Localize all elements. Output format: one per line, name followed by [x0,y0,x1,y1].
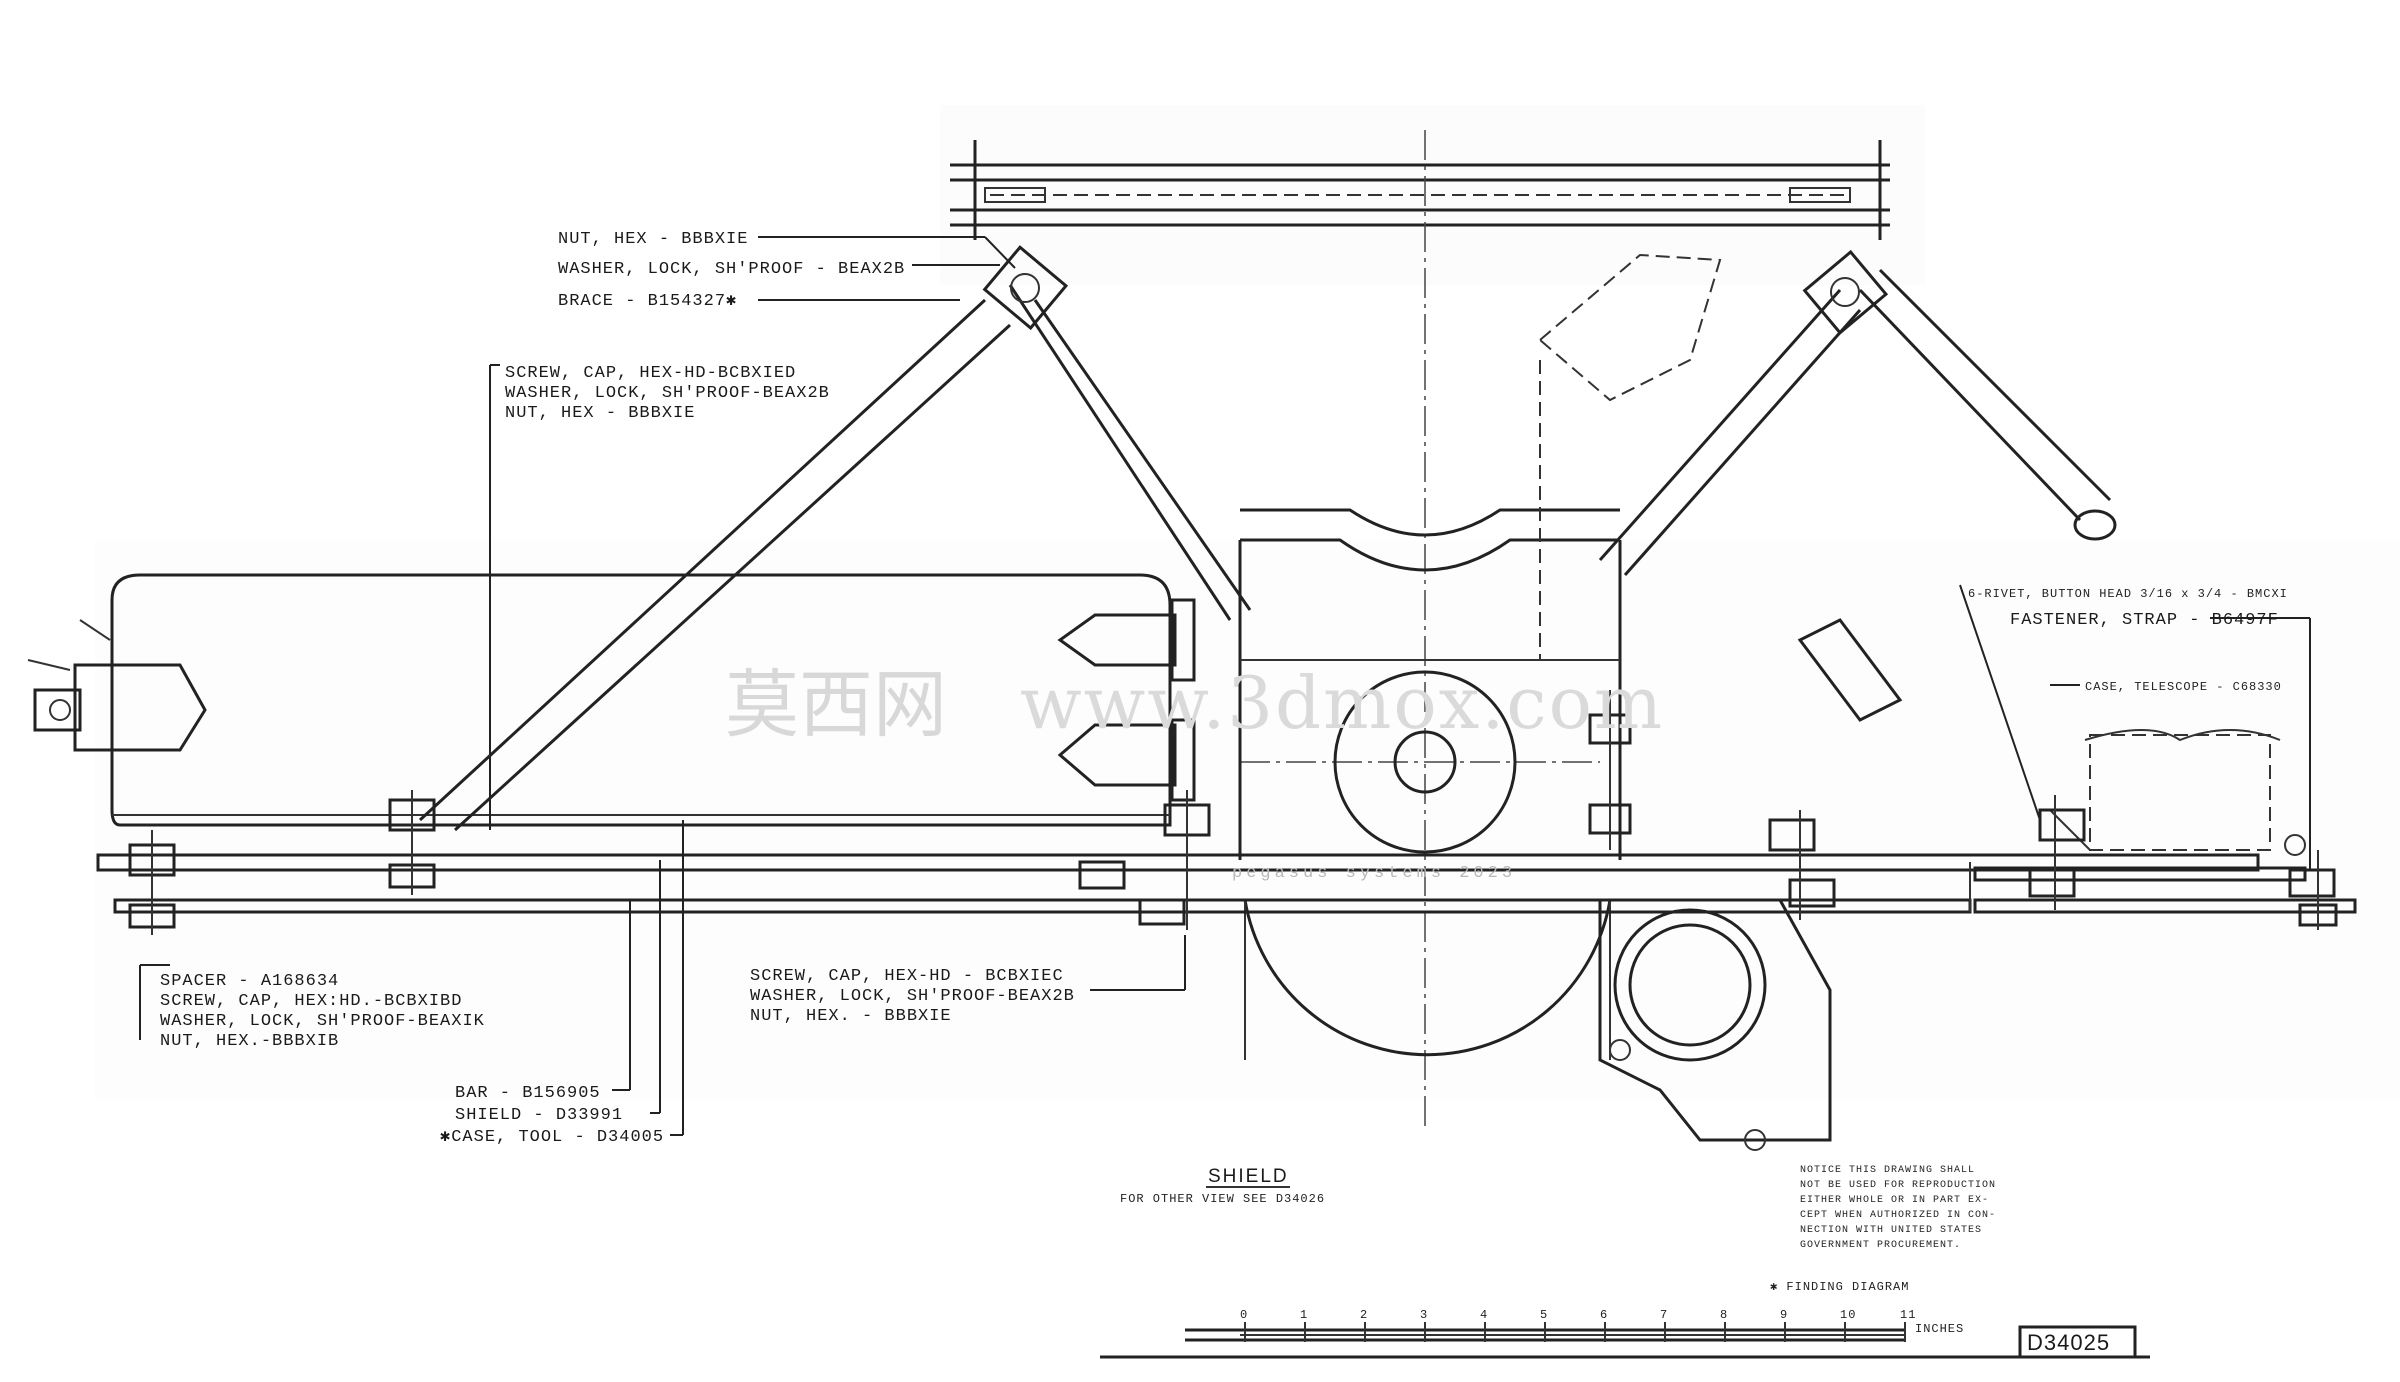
scale-tick-label: 11 [1900,1308,1916,1322]
bolts [128,690,2338,935]
telescope-case [1797,618,2306,856]
notice-line: NECTION WITH UNITED STATES [1800,1225,1982,1236]
top-crossbar [950,140,1890,240]
callout-shield: SHIELD - D33991 [455,1106,623,1125]
lower-drum [1243,899,1612,1060]
right-brace [1598,249,2117,576]
callout-nut-bl: NUT, HEX.-BBBXIB [160,1032,339,1051]
left-brace [418,245,1252,832]
scale-tick-label: 3 [1420,1308,1428,1322]
scale-tick-label: 10 [1840,1308,1856,1322]
callout-nut-brace: NUT, HEX - BBBXIE [505,404,695,423]
callout-rivet: 6-RIVET, BUTTON HEAD 3/16 x 3/4 - BMCXI [1968,587,2288,601]
callout-nut-bc: NUT, HEX. - BBBXIE [750,1007,952,1026]
tool-case [110,573,1172,827]
drawing-number: D34025 [2027,1330,2110,1355]
callout-washer-top: WASHER, LOCK, SH'PROOF - BEAX2B [558,260,905,279]
scale-tick-label: 8 [1720,1308,1728,1322]
scale-tick-label: 0 [1240,1308,1248,1322]
drawing-subtitle: FOR OTHER VIEW SEE D34026 [1120,1192,1325,1206]
paper-background [95,105,2400,1100]
callout-screw-bl: SCREW, CAP, HEX:HD.-BCBXIBD [160,992,462,1011]
bolt [2288,850,2338,930]
notice-block: NOTICE THIS DRAWING SHALL NOT BE USED FO… [1800,1165,1996,1251]
bolt [1588,690,1632,850]
callout-washer-brace: WASHER, LOCK, SH'PROOF-BEAX2B [505,384,830,403]
notice-line: NOT BE USED FOR REPRODUCTION [1800,1180,1996,1191]
scale-bar: 0 1 2 3 4 5 6 7 8 9 10 11 [1185,1308,1916,1342]
watermark-url: www.3dmox.com [1020,661,1664,745]
callout-screw-brace: SCREW, CAP, HEX-HD-BCBXIED [505,364,796,383]
shield-bars [96,853,2357,914]
notice-line: CEPT WHEN AUTHORIZED IN CON- [1800,1210,1996,1221]
mounting-flange [1598,898,1832,1151]
notice-line: EITHER WHOLE OR IN PART EX- [1800,1195,1989,1206]
bolt [2028,795,2086,910]
callout-case-tool: ✱CASE, TOOL - D34005 [440,1128,664,1147]
scale-tick-label: 5 [1540,1308,1548,1322]
scale-tick-label: 9 [1780,1308,1788,1322]
leader-lines [139,236,2311,1136]
bolt [1078,790,1211,930]
scale-tick-label: 1 [1300,1308,1308,1322]
watermark-chinese: 莫西网 [725,662,947,748]
notice-line: NOTICE THIS DRAWING SHALL [1800,1165,1975,1176]
callout-bar: BAR - B156905 [455,1084,601,1103]
scale-tick-label: 2 [1360,1308,1368,1322]
callout-telescope: CASE, TELESCOPE - C68330 [2085,680,2282,694]
left-latch [27,619,207,752]
drawing-title: SHIELD [1208,1166,1289,1187]
scale-tick-label: 4 [1480,1308,1488,1322]
center-lines [1240,130,1600,1130]
callout-spacer: SPACER - A168634 [160,972,339,991]
callout-nut-top: NUT, HEX - BBBXIE [558,230,748,249]
callout-washer-bl: WASHER, LOCK, SH'PROOF-BEAXIK [160,1012,485,1031]
scale-tick-label: 7 [1660,1308,1668,1322]
callout-fastener: FASTENER, STRAP - B6497F [2010,611,2279,630]
finding-diagram-label: ✱ FINDING DIAGRAM [1770,1280,1909,1294]
callout-washer-bc: WASHER, LOCK, SH'PROOF-BEAX2B [750,987,1075,1006]
notice-line: GOVERNMENT PROCUREMENT. [1800,1240,1961,1251]
bolt [128,830,176,935]
callout-screw-bc: SCREW, CAP, HEX-HD - BCBXIEC [750,967,1064,986]
bolt [1768,810,1836,920]
scale-tick-label: 6 [1600,1308,1608,1322]
central-housing [1238,253,1722,860]
watermark-credit: pegasus systems 2023 [1232,864,1516,883]
callout-brace: BRACE - B154327✱ [558,292,737,311]
bolt [388,790,436,895]
case-clips [1057,598,1196,802]
scale-unit: INCHES [1915,1322,1964,1336]
